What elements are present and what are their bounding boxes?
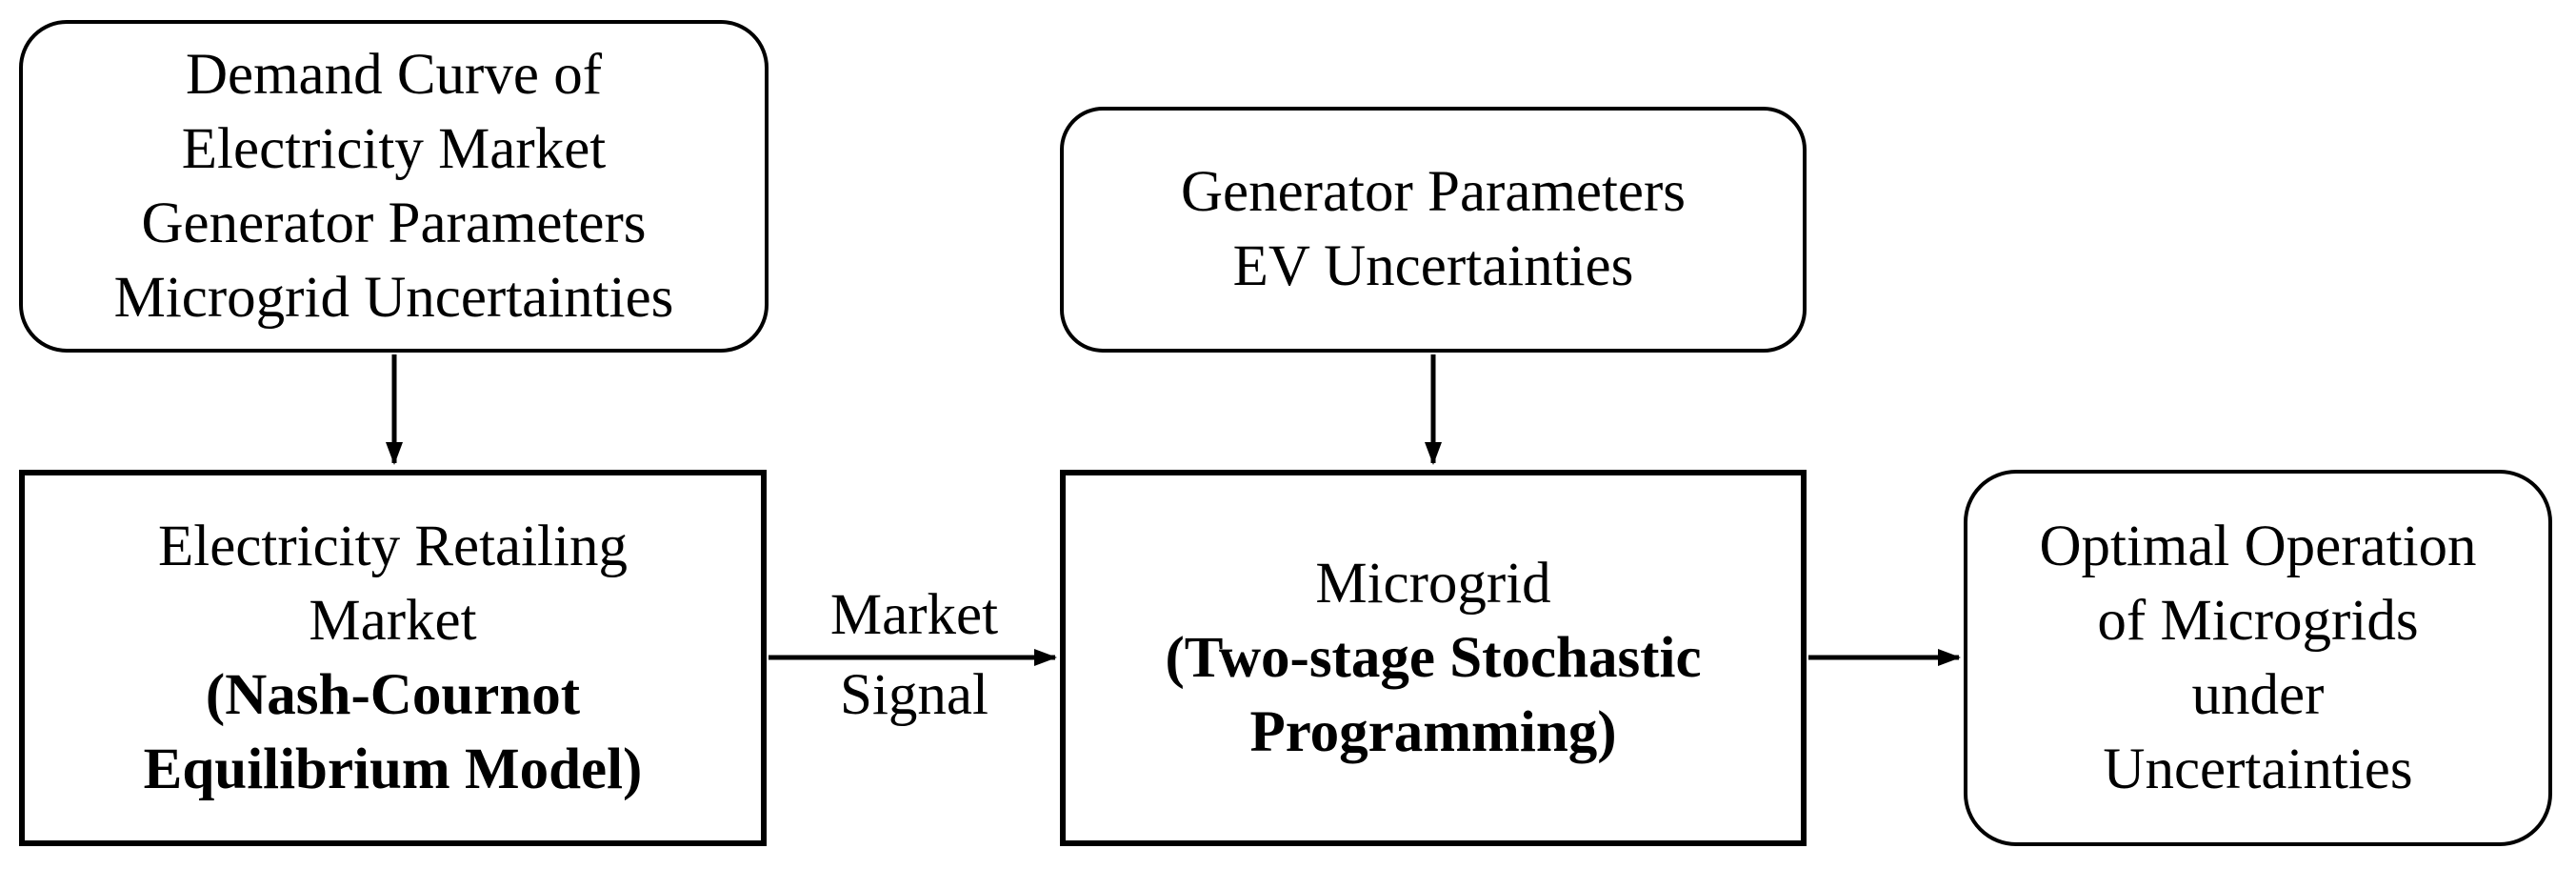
box-optimal-operation: Optimal Operation of Microgrids under Un… [1964, 470, 2552, 846]
box-line: Equilibrium Model) [143, 737, 643, 801]
box-line: EV Uncertainties [1232, 234, 1634, 298]
box-line: Demand Curve of [185, 42, 603, 107]
box-retail-market: Electricity Retailing Market (Nash-Courn… [19, 470, 767, 846]
box-line: (Nash-Cournot [205, 662, 581, 727]
box-line: Market [309, 588, 477, 653]
box-line: Microgrid [1315, 551, 1551, 616]
box-line: Electricity Market [181, 116, 607, 181]
box-line: of Microgrids [2097, 588, 2419, 653]
box-line: Electricity Retailing [158, 514, 628, 578]
market-signal-label-line: Market [829, 583, 999, 647]
box-generator-inputs: Generator Parameters EV Uncertainties [1060, 107, 1807, 353]
market-signal-label: Market Signal [769, 576, 1060, 736]
box-line: under [2191, 662, 2325, 727]
box-line: Generator Parameters [141, 191, 647, 255]
box-line: Microgrid Uncertainties [113, 265, 674, 330]
box-line: (Two-stage Stochastic [1165, 625, 1702, 690]
box-demand-inputs: Demand Curve of Electricity Market Gener… [19, 20, 769, 353]
market-signal-label-line: Signal [840, 663, 988, 727]
box-line: Generator Parameters [1180, 160, 1687, 224]
box-microgrid: Microgrid (Two-stage Stochastic Programm… [1060, 470, 1807, 846]
box-line: Optimal Operation [2039, 514, 2477, 578]
box-line: Programming) [1249, 699, 1617, 764]
box-line: Uncertainties [2103, 737, 2413, 801]
